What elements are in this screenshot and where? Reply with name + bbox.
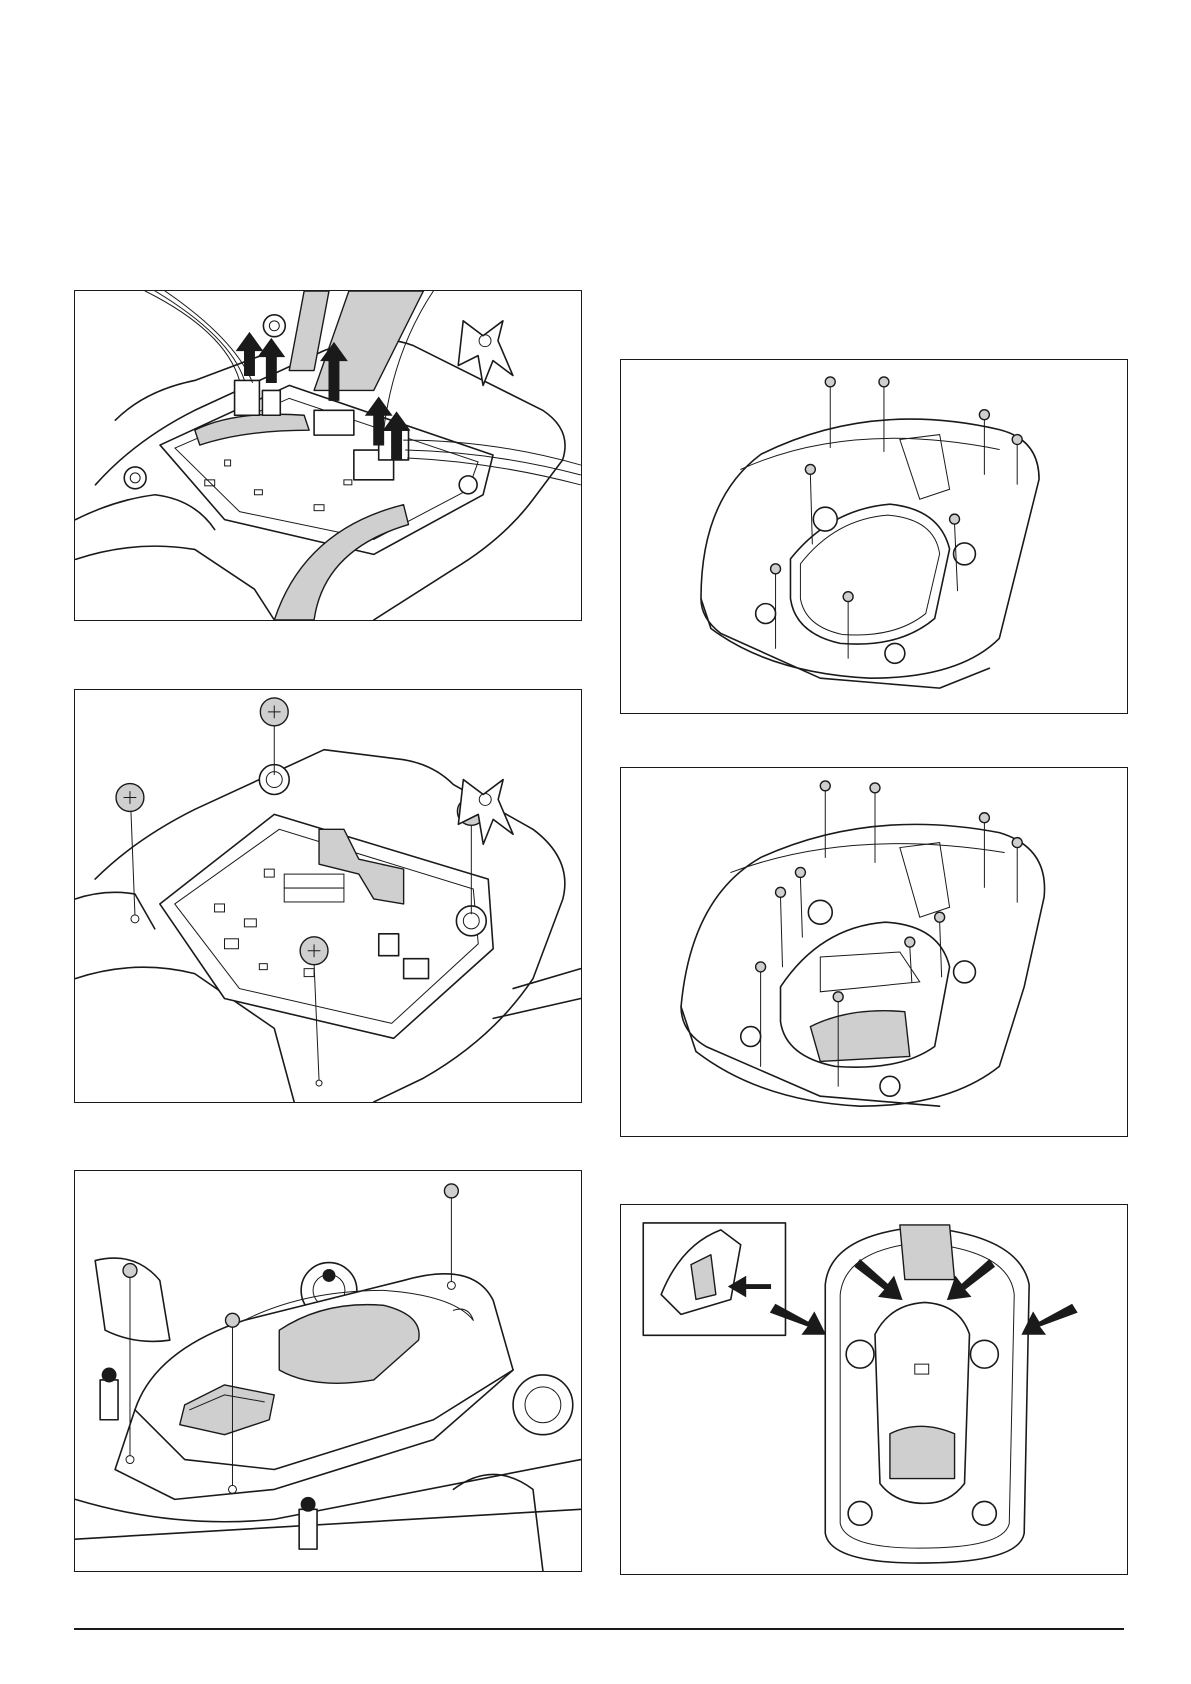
figure-chassis-underside-screws [620,359,1128,714]
connectors-illustration [75,291,581,620]
footer-rule [74,1628,1124,1630]
chassis-underside-alt-illustration [621,768,1127,1136]
figure-body-release-clips [620,1204,1128,1575]
circuit-board-illustration [75,690,581,1102]
figure-chassis-underside-screws-alt [620,767,1128,1137]
figure-circuit-board-screws [74,689,582,1103]
body-release-clips-illustration [621,1205,1127,1574]
screwdriver-bit-icon [458,780,513,845]
screwdriver-bit-icon [458,321,513,386]
figure-connectors-unplugged [74,290,582,621]
body-top-illustration [75,1171,581,1571]
figure-body-top-screws [74,1170,582,1572]
chassis-underside-illustration [621,360,1127,713]
